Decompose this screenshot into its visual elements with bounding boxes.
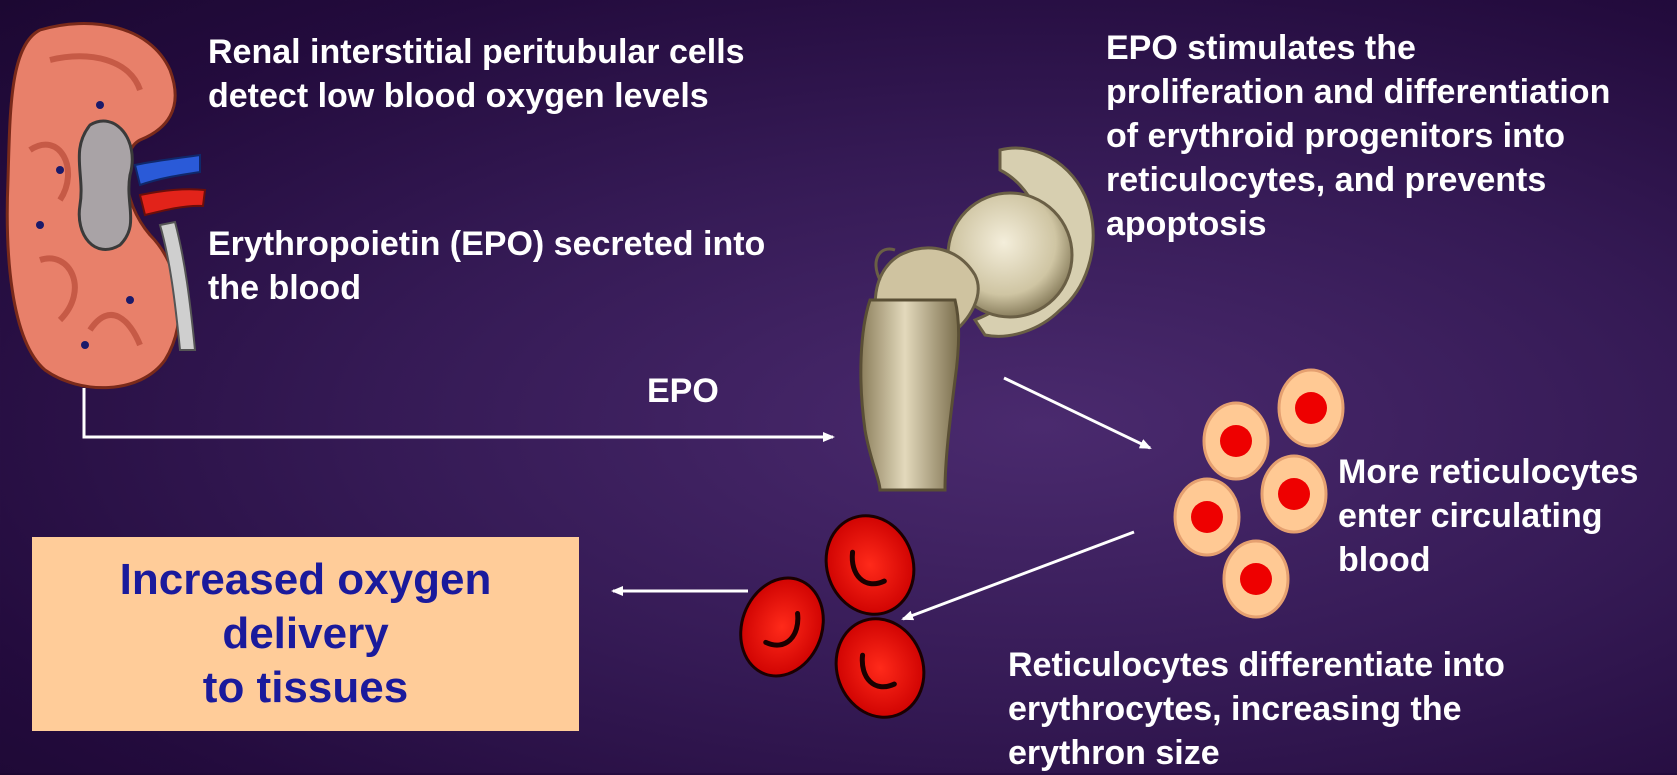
erythrocytes-text: Reticulocytes differentiate into erythro… bbox=[1008, 643, 1505, 775]
reticulocyte bbox=[1279, 370, 1343, 446]
bone-illustration bbox=[861, 148, 1093, 490]
reticulocytes-to-erythrocytes-arrow bbox=[903, 532, 1134, 619]
epo-secretion-text: Erythropoietin (EPO) secreted into the b… bbox=[208, 222, 765, 310]
outcome-box: Increased oxygen delivery to tissues bbox=[32, 537, 579, 731]
erythrocyte bbox=[822, 606, 937, 729]
bone-to-reticulocytes-arrow bbox=[1004, 378, 1150, 448]
outcome-line: to tissues bbox=[203, 661, 408, 715]
outcome-line: Increased oxygen bbox=[120, 553, 492, 607]
erythrocyte bbox=[727, 566, 836, 687]
epo-arrow bbox=[84, 388, 833, 437]
bone-stimulation-text: EPO stimulates the proliferation and dif… bbox=[1106, 26, 1610, 246]
reticulocytes-illustration bbox=[1175, 370, 1343, 617]
epo-arrow-label: EPO bbox=[647, 372, 719, 411]
reticulocyte bbox=[1175, 479, 1239, 555]
reticulocyte bbox=[1224, 541, 1288, 617]
reticulocytes-text: More reticulocytes enter circulating blo… bbox=[1338, 450, 1638, 582]
reticulocyte bbox=[1262, 456, 1326, 532]
erythrocyte bbox=[812, 503, 927, 626]
reticulocyte bbox=[1204, 403, 1268, 479]
kidney-detection-text: Renal interstitial peritubular cells det… bbox=[208, 30, 745, 118]
outcome-line: delivery bbox=[222, 607, 388, 661]
kidney-illustration bbox=[7, 23, 205, 387]
